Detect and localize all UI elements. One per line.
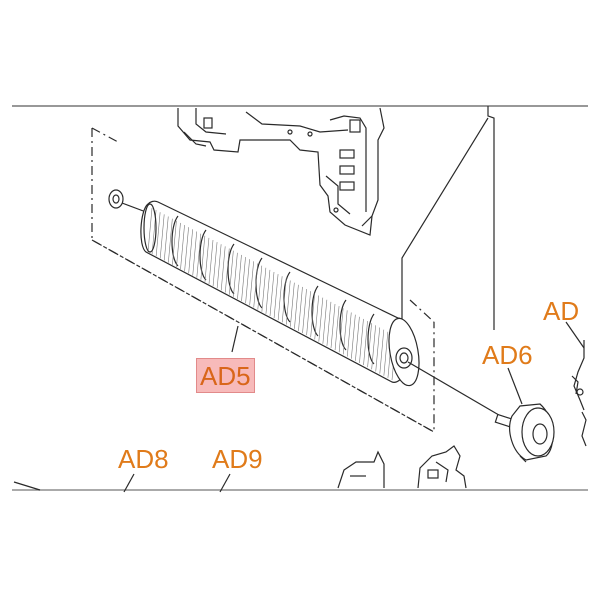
motor-shaft-line (407, 361, 505, 419)
blade-line (253, 263, 259, 308)
blade-line (298, 286, 303, 331)
leader-ad6 (507, 367, 523, 405)
blade-line (184, 227, 189, 272)
callout-ad8[interactable]: AD8 (118, 444, 169, 474)
callout-ad-partial[interactable]: AD (543, 296, 580, 326)
blade-line (346, 312, 352, 357)
blade-line (281, 278, 287, 323)
blade-line (147, 207, 153, 253)
blade-line (220, 246, 226, 291)
blade-line (338, 308, 344, 353)
blade-line (326, 301, 332, 346)
blade-line (163, 216, 169, 261)
blade-line (224, 248, 230, 293)
leader-ad5 (231, 325, 239, 353)
blade-line (322, 299, 328, 344)
blade-line (306, 291, 311, 336)
leader-ad8 (123, 473, 135, 493)
blade-line (180, 225, 185, 270)
blade-line (383, 331, 389, 376)
blade-line (371, 325, 376, 370)
chassis-edge-lines (401, 106, 495, 350)
callout-ad6[interactable]: AD6 (482, 340, 533, 370)
blade-line (204, 237, 210, 282)
blade-line (359, 318, 364, 363)
callout-ad5[interactable]: AD5 (196, 358, 255, 393)
blade-line (294, 284, 299, 329)
blade-line (334, 306, 340, 351)
blade-line (237, 254, 242, 299)
blade-line (176, 222, 181, 267)
blade-line (155, 212, 161, 257)
blade-line (273, 274, 279, 319)
fan-bearing (108, 189, 147, 213)
blade-line (269, 271, 275, 317)
blade-line (200, 235, 206, 280)
blade-line (196, 233, 202, 278)
blade-line (355, 316, 360, 361)
blade-line (265, 269, 271, 314)
blade-line (168, 218, 173, 263)
blade-line (216, 244, 222, 289)
blade-line (192, 231, 198, 276)
blade-line (375, 327, 381, 372)
leader-lines (123, 321, 585, 493)
callout-ad9[interactable]: AD9 (212, 444, 263, 474)
chassis-panel (177, 107, 385, 236)
leader-ad-partial (565, 321, 585, 349)
blade-line (212, 242, 218, 287)
blade-line (208, 239, 214, 285)
blade-line (257, 265, 263, 310)
leader-ad9 (219, 473, 231, 493)
blade-line (277, 276, 283, 321)
blade-line (290, 282, 295, 327)
blade-line (188, 229, 193, 274)
blade-line (285, 280, 291, 325)
blade-line (241, 257, 246, 302)
blade-line (342, 310, 348, 355)
blade-line (261, 267, 267, 312)
fan-motor (494, 403, 555, 463)
blade-line (229, 250, 234, 295)
blade-line (172, 220, 177, 265)
blade-line (159, 214, 165, 259)
blade-line (318, 297, 324, 342)
blade-line (302, 289, 307, 334)
blade-line (249, 261, 254, 306)
blade-line (310, 293, 315, 338)
blade-line (330, 303, 336, 349)
blade-line (379, 329, 385, 374)
blade-line (245, 259, 250, 304)
blade-line (314, 295, 320, 340)
blade-line (351, 314, 356, 359)
blade-line (367, 323, 372, 368)
blower-wheel (140, 200, 420, 387)
blade-line (233, 252, 238, 297)
bottom-partial-parts (13, 445, 467, 491)
blade-line (363, 321, 368, 366)
partial-parts-right (571, 340, 587, 447)
